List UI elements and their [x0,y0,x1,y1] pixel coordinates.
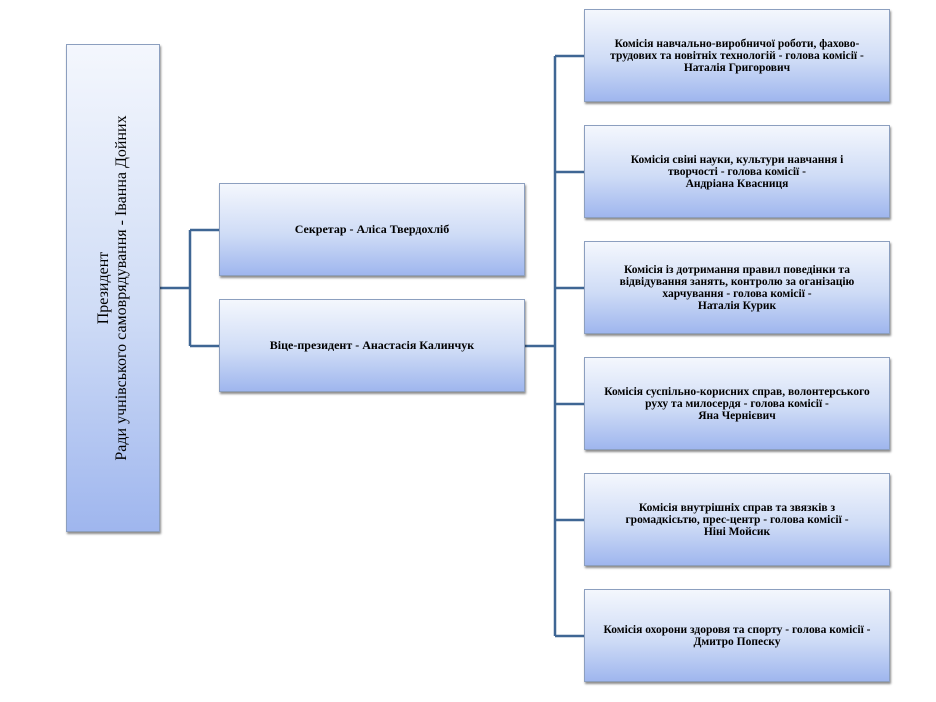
commission-label: Комісія навчально-виробничої роботи, фах… [610,37,864,74]
commission-box-2: Комісія свіиі науки, культури навчання і… [584,125,890,218]
connector-vice-to-commissions [525,54,584,638]
vice-president-box: Віце-президент - Анастасія Калинчук [219,299,525,392]
commission-label: Комісія суспільно-корисних справ, волонт… [604,385,870,422]
commission-label: Комісія охорони здоровя та спорту - голо… [603,623,871,648]
commission-box-5: Комісія внутрішніх справ та звязків з гр… [584,473,890,566]
president-title: Президент [95,251,112,325]
president-name: Ради учнівського самоврядування - Іванна… [113,115,130,461]
commission-box-1: Комісія навчально-виробничої роботи, фах… [584,9,890,102]
commission-label: Комісія свіиі науки, культури навчання і… [630,153,844,190]
commission-label: Комісія із дотримання правил поведінки т… [619,263,855,312]
commission-box-6: Комісія охорони здоровя та спорту - голо… [584,589,890,682]
commission-label: Комісія внутрішніх справ та звязків з гр… [625,501,849,538]
vice-president-label: Віце-президент - Анастасія Калинчук [269,338,475,352]
connector-president-to-officers [160,228,219,348]
commission-box-3: Комісія із дотримання правил поведінки т… [584,241,890,334]
commission-box-4: Комісія суспільно-корисних справ, волонт… [584,357,890,450]
president-label: Президент Ради учнівського самоврядуванн… [95,53,131,523]
president-box: Президент Ради учнівського самоврядуванн… [66,44,160,532]
secretary-label: Секретар - Аліса Твердохліб [294,222,450,236]
secretary-box: Секретар - Аліса Твердохліб [219,183,525,276]
